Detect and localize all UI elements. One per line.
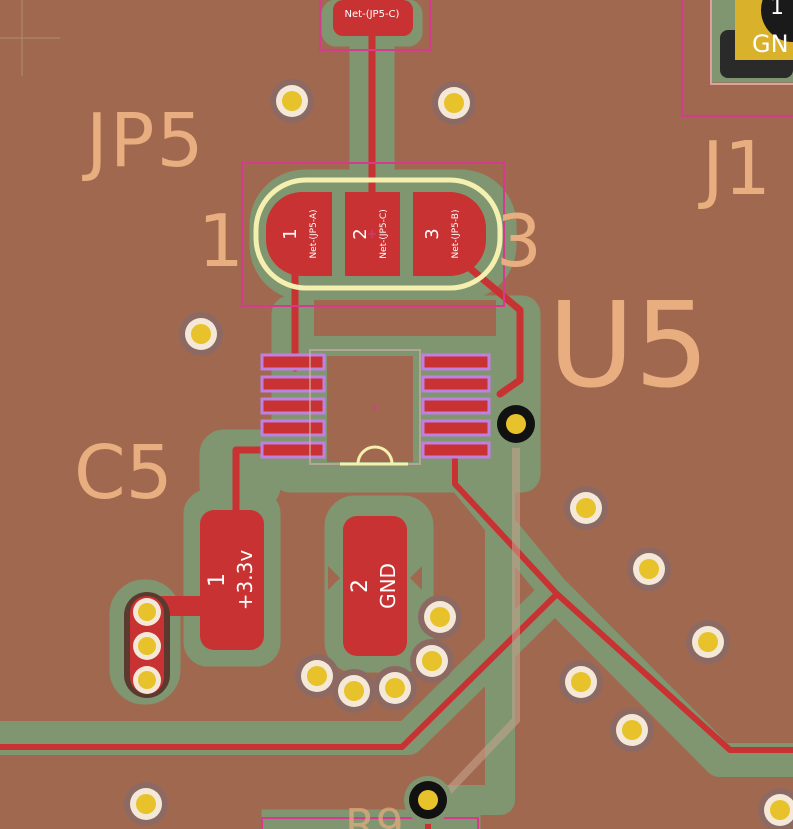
header-pin-drill [138, 671, 156, 689]
j1-pad-number: 1 [770, 0, 784, 20]
j1-silk-outline [710, 0, 793, 85]
via-drill [307, 666, 327, 686]
vias[interactable] [124, 79, 793, 829]
top-pad-net-label: Net-(JP5-C) [345, 9, 400, 20]
svg-text:Net-(JP5-C): Net-(JP5-C) [379, 209, 389, 258]
j1-designator: J1 [698, 126, 771, 212]
jp5-pad-1[interactable] [266, 192, 332, 276]
u5-designator: U5 [548, 276, 709, 414]
via-drill [282, 91, 302, 111]
u5-anchor-marker [371, 404, 379, 412]
c5-pad-2-text: 2 GND [348, 563, 400, 609]
c5-designator: C5 [74, 430, 173, 516]
via-drill [344, 681, 364, 701]
header-pin-drill [138, 603, 156, 621]
j1-pad-hole [761, 0, 793, 42]
svg-text:3: 3 [422, 228, 443, 239]
r9-courtyard [261, 817, 479, 829]
via-drill [444, 93, 464, 113]
c5-pad-2[interactable] [343, 516, 407, 656]
jp5-designator: JP5 [82, 98, 206, 184]
jp5-pad-2-text: 2 Net-(JP5-C) [350, 209, 389, 258]
r9-designator: R9 [345, 800, 404, 829]
svg-text:2: 2 [348, 579, 373, 593]
svg-text:1: 1 [205, 573, 230, 587]
through-vias[interactable] [404, 400, 540, 824]
jp5-pin3-label: 3 [496, 199, 542, 283]
jp5-anchor-marker [368, 230, 376, 238]
via-drill [576, 498, 596, 518]
svg-text:1: 1 [280, 228, 301, 239]
top-pad-courtyard [319, 0, 431, 51]
jp5-pad-1-text: 1 Net-(JP5-A) [280, 209, 319, 258]
top-pad[interactable] [333, 0, 413, 36]
svg-text:Net-(JP5-A): Net-(JP5-A) [309, 209, 319, 258]
svg-text:+3.3v: +3.3v [233, 550, 257, 611]
via-drill [422, 651, 442, 671]
svg-text:GND: GND [376, 563, 400, 609]
via-drill [191, 324, 211, 344]
via-drill [571, 672, 591, 692]
jp5-keepout-outline [253, 177, 503, 291]
jp5-pad-3-text: 3 Net-(JP5-B) [422, 210, 461, 259]
jp5-pad-3[interactable] [413, 192, 486, 276]
via-drill [639, 559, 659, 579]
via-drill [622, 720, 642, 740]
u5-pads-right[interactable] [421, 353, 491, 459]
header-pin-drill [138, 637, 156, 655]
via-drill [430, 607, 450, 627]
svg-text:Net-(JP5-B): Net-(JP5-B) [451, 210, 461, 259]
c5-pad-1-text: 1 +3.3v [205, 550, 257, 611]
via-drill [698, 632, 718, 652]
j1-courtyard [681, 0, 793, 117]
svg-text:2: 2 [350, 228, 371, 239]
backside-track [437, 432, 520, 803]
c5-silk-marks [328, 566, 422, 590]
c5-pad-1[interactable] [200, 510, 264, 650]
u5-body [327, 356, 413, 462]
u5-pin1-notch [356, 445, 394, 465]
jp5-pin1-label: 1 [198, 199, 244, 283]
j1-pad-net: GN [752, 30, 789, 58]
via-drill [136, 794, 156, 814]
u5-pads-left[interactable] [260, 353, 326, 459]
cursor-crosshair [0, 0, 60, 76]
jp5-courtyard [241, 162, 505, 307]
via-drill [385, 678, 405, 698]
via-drill [770, 800, 790, 820]
